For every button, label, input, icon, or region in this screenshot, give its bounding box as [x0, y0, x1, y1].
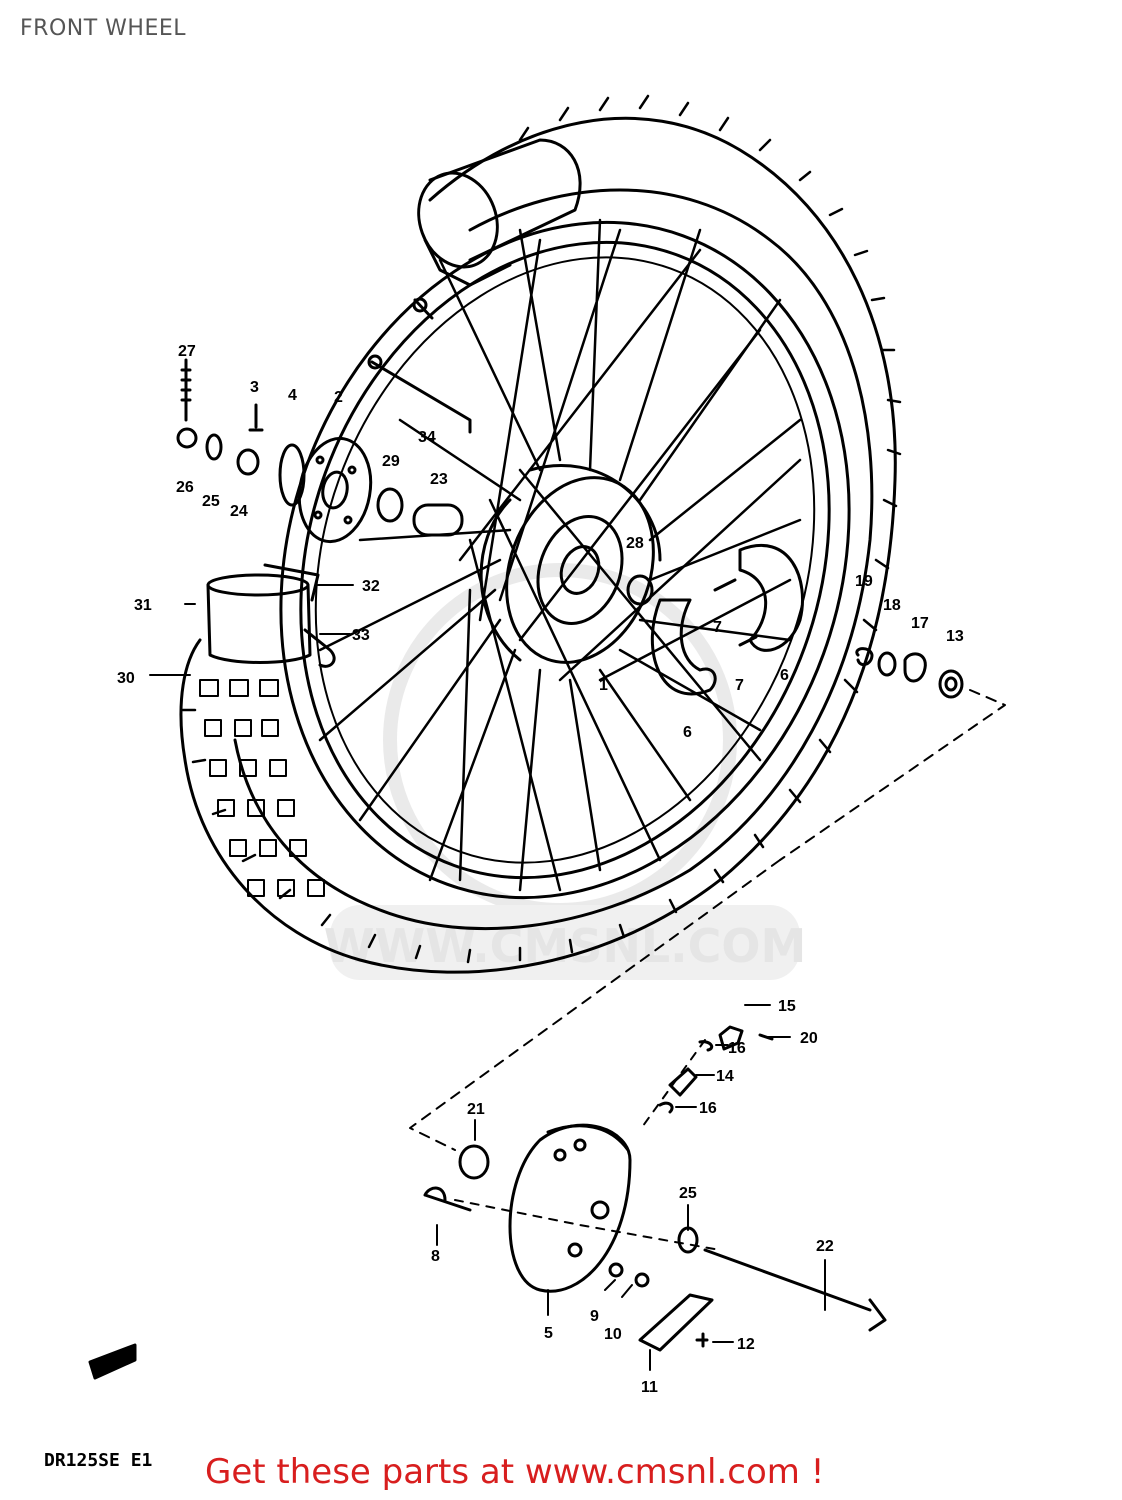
callout-20: 20: [800, 1030, 818, 1047]
rim-band-drawing: [206, 563, 336, 668]
callout-33: 33: [352, 627, 370, 644]
callout-10: 10: [604, 1326, 622, 1343]
callout-2: 2: [334, 389, 343, 406]
callout-18: 18: [883, 597, 901, 614]
guide-lines: [409, 689, 1006, 1251]
callout-26: 26: [176, 479, 194, 496]
inner-tube-drawing: [417, 138, 582, 287]
page-title: FRONT WHEEL: [20, 16, 186, 41]
callout-7-upper: 7: [713, 619, 722, 636]
callout-28: 28: [626, 535, 644, 552]
callout-23: 23: [430, 471, 448, 488]
callout-12: 12: [737, 1336, 755, 1353]
callout-27: 27: [178, 343, 196, 360]
promo-link-text[interactable]: Get these parts at www.cmsnl.com !: [205, 1452, 825, 1492]
callout-24: 24: [230, 503, 248, 520]
callout-29: 29: [382, 453, 400, 470]
brake-shoe-drawing: [626, 543, 804, 696]
watermark: WWW.CMSNL.COM: [324, 563, 807, 980]
callout-25-lower: 25: [679, 1185, 697, 1202]
model-code: DR125SE E1: [44, 1450, 153, 1471]
tyre-drawing: [179, 94, 902, 974]
right-spacers-drawing: [855, 647, 964, 699]
callout-7-lower: 7: [735, 677, 744, 694]
callout-13: 13: [946, 628, 964, 645]
callout-8: 8: [431, 1248, 440, 1265]
callout-11: 11: [641, 1379, 658, 1396]
callout-25-upper: 25: [202, 493, 220, 510]
brake-panel-drawing: [423, 1025, 887, 1352]
callout-34: 34: [418, 429, 436, 446]
callout-16-upper: 16: [728, 1040, 746, 1057]
callout-14: 14: [716, 1068, 734, 1085]
callout-17: 17: [911, 615, 929, 632]
leader-lines: [149, 584, 826, 1371]
callout-19: 19: [855, 573, 873, 590]
callout-16-lower: 16: [699, 1100, 717, 1117]
callout-6-left: 6: [683, 724, 692, 741]
callout-3: 3: [250, 379, 259, 396]
forward-arrow-icon: [88, 1343, 137, 1380]
callout-21: 21: [467, 1101, 485, 1118]
callout-labels: 27 3 4 2 34 29 23 26 25 24 28 32 31 33 3…: [117, 343, 964, 1396]
callout-6-right: 6: [780, 667, 789, 684]
callout-32: 32: [362, 578, 380, 595]
callout-31: 31: [134, 597, 152, 614]
callout-4: 4: [288, 387, 297, 404]
callout-15: 15: [778, 998, 796, 1015]
brake-disc-drawing: [176, 297, 472, 544]
callout-22: 22: [816, 1238, 834, 1255]
callout-5: 5: [544, 1325, 553, 1342]
watermark-text: WWW.CMSNL.COM: [324, 919, 807, 973]
callout-1: 1: [599, 677, 608, 694]
callout-9: 9: [590, 1308, 599, 1325]
callout-30: 30: [117, 670, 135, 687]
